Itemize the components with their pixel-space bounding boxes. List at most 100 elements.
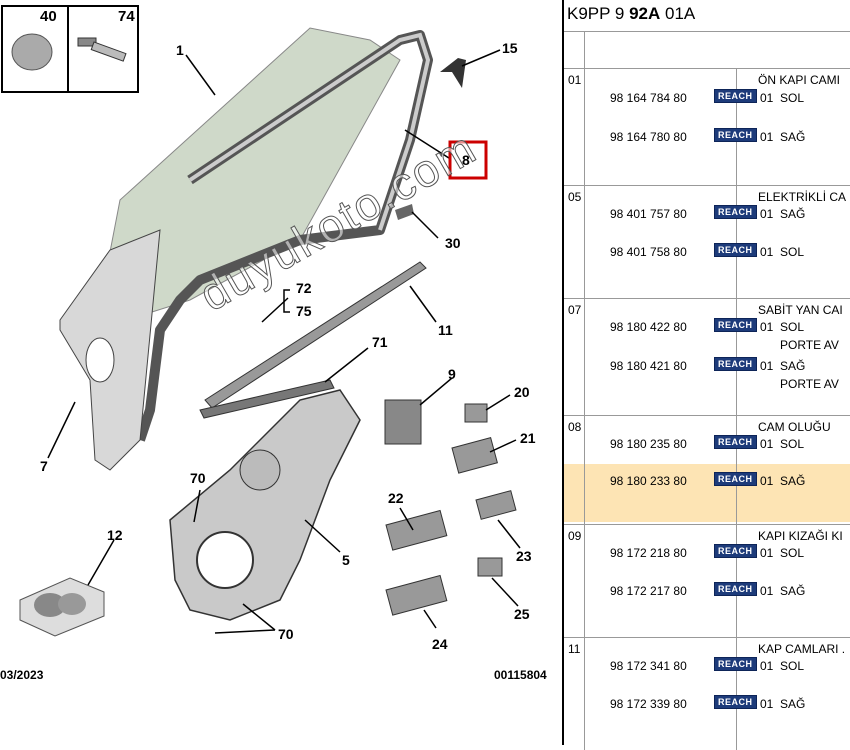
reach-badge: REACH [714,89,757,103]
clip-part-25 [477,557,503,577]
clip-part-21 [451,437,498,474]
highlighted-row[interactable] [564,464,850,522]
part-line[interactable]: 98 164 780 80 REACH 01 SAĞ [586,126,850,146]
window-regulator-5 [169,389,361,621]
part-number: 98 172 218 80 [610,546,687,560]
reach-badge: REACH [714,435,757,449]
part-number: 98 180 235 80 [610,437,687,451]
callout-1: 1 [176,42,184,58]
regulator-hole [196,531,254,589]
header-suffix: 01A [660,4,696,23]
rivet-part-74 [77,37,127,62]
quantity: 01 [760,207,774,221]
callout-9: 9 [448,366,456,382]
part-number: 98 172 217 80 [610,584,687,598]
group-07: 07 SABİT YAN CAI 98 180 422 80 REACH 01 … [564,299,850,416]
part-line[interactable]: 98 172 339 80 REACH 01 SAĞ [586,693,850,713]
group-number: 08 [568,420,582,434]
part-line[interactable]: 98 172 217 80 REACH 01 SAĞ [586,580,850,600]
panel-header: K9PP 9 92A 01A [564,0,850,32]
part-line[interactable]: 98 180 422 80 REACH 01 SOL PORTE AV [586,316,850,356]
group-title: ÖN KAPI CAMI [758,73,841,87]
callout-70-bottom: 70 [278,626,294,642]
reach-badge: REACH [714,472,757,486]
reach-badge: REACH [714,318,757,332]
reach-badge: REACH [714,205,757,219]
thumb-label-74: 74 [118,8,135,25]
quantity: 01 [760,546,774,560]
diagram-drawing [1,5,521,637]
group-title: ELEKTRİKLİ CA [758,190,847,204]
reach-badge: REACH [714,657,757,671]
callout-25: 25 [514,606,530,622]
part-line[interactable]: 98 172 341 80 REACH 01 SOL [586,655,850,675]
bracket-part-9 [384,399,422,445]
part-number: 98 172 339 80 [610,697,687,711]
group-number: 05 [568,190,582,204]
group-number: 07 [568,303,582,317]
regulator-motor [239,449,281,491]
clip-part-40 [11,33,53,71]
quantity: 01 [760,659,774,673]
part-line[interactable]: 98 401 758 80 REACH 01 SOL [586,241,850,261]
part-line[interactable]: 98 172 218 80 REACH 01 SOL [586,542,850,562]
part-line[interactable]: 98 164 784 80 REACH 01 SOL [586,87,850,107]
group-title: CAM OLUĞU [758,420,831,434]
thumb-label-40: 40 [40,8,57,25]
side: SAĞ [780,474,806,488]
window-frame-highlight [188,32,431,231]
group-05: 05 ELEKTRİKLİ CA 98 401 757 80 REACH 01 … [564,186,850,299]
group-01: 01 ÖN KAPI CAMI 98 164 784 80 REACH 01 S… [564,69,850,186]
clip-part-24 [385,574,448,616]
group-title: KAPI KIZAĞI KI [758,529,843,543]
group-title: KAP CAMLARI . [758,642,846,656]
leader-lines [47,49,521,634]
callout-8[interactable]: 8 [462,152,470,168]
callout-30: 30 [445,235,461,251]
callout-7: 7 [40,458,48,474]
quantity: 01 [760,245,774,259]
part-number: 98 180 421 80 [610,359,687,373]
part-number: 98 180 233 80 [610,474,687,488]
side: SOL [780,320,805,334]
clip-part-30 [395,204,414,220]
group-09: 09 KAPI KIZAĞI KI 98 172 218 80 REACH 01… [564,525,850,638]
group-number: 01 [568,73,582,87]
callout-15: 15 [502,40,518,56]
quantity: 01 [760,130,774,144]
clip-part-20 [464,403,488,423]
header-bold: 92A [629,4,661,23]
quantity: 01 [760,474,774,488]
pad-disc-b [58,593,86,615]
seal-strip-11 [204,261,427,409]
side: SAĞ [780,130,806,144]
part-line[interactable]: 98 180 421 80 REACH 01 SAĞ PORTE AV [586,355,850,395]
bracket-part-15 [440,58,466,88]
parts-list-panel: K9PP 9 92A 01A 01 ÖN KAPI CAMI 98 164 78… [562,0,850,750]
quantity: 01 [760,584,774,598]
note: PORTE AV [780,338,839,352]
quantity: 01 [760,91,774,105]
reach-badge: REACH [714,582,757,596]
part-line[interactable]: 98 180 235 80 REACH 01 SOL [586,433,850,453]
side: SAĞ [780,584,806,598]
side: SAĞ [780,207,806,221]
clip-part-22 [385,509,448,551]
note: PORTE AV [780,377,839,391]
part-line[interactable]: 98 401 757 80 REACH 01 SAĞ [586,203,850,223]
reach-badge: REACH [714,243,757,257]
exploded-parts-diagram: 40 74 1 15 8 30 72 75 11 71 9 20 21 7 70… [0,5,547,682]
callout-8-highlight [448,140,488,180]
group-11: 11 KAP CAMLARI . 98 172 341 80 REACH 01 … [564,638,850,750]
callout-71: 71 [372,334,388,350]
part-number: 98 401 757 80 [610,207,687,221]
pad-disc-a [34,593,66,617]
part-line-selected[interactable]: 98 180 233 80 REACH 01 SAĞ [586,470,850,490]
quantity: 01 [760,359,774,373]
group-title: SABİT YAN CAI [758,303,843,317]
quantity: 01 [760,697,774,711]
reach-badge: REACH [714,128,757,142]
part-number: 98 401 758 80 [610,245,687,259]
callout-24: 24 [432,636,448,652]
clip-part-23 [475,490,517,520]
